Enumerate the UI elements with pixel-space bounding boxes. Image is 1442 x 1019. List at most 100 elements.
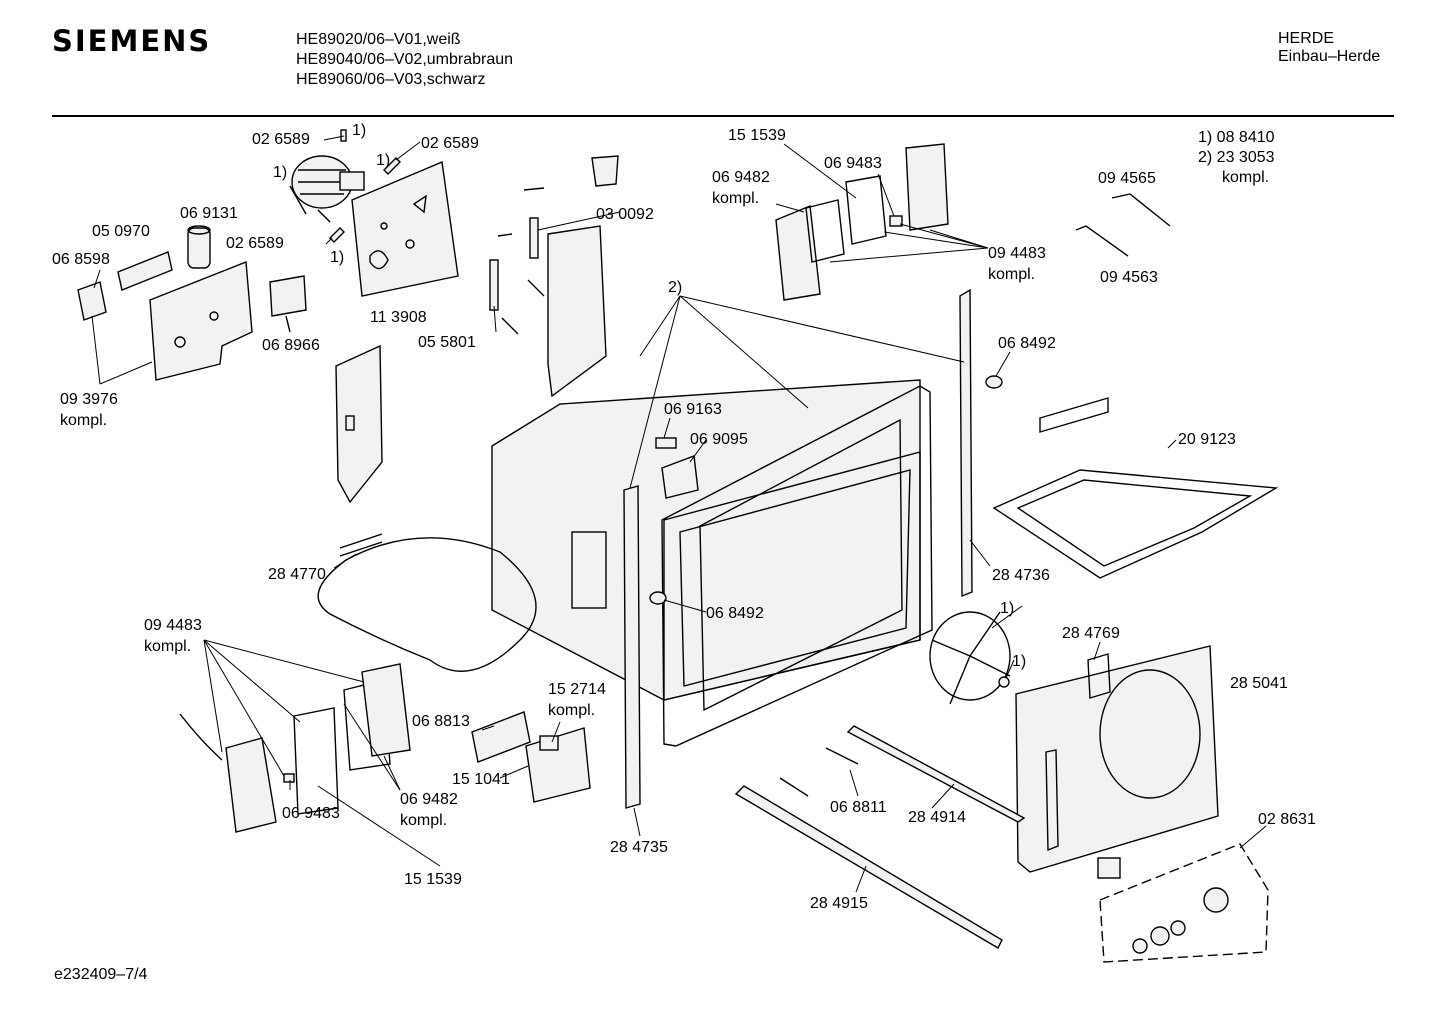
header-divider (52, 115, 1394, 117)
label-068492-rear: 06 8492 (998, 335, 1056, 352)
label-151539-bottom: 15 1539 (404, 871, 462, 888)
motor-bracket-plate-drawing (351, 161, 459, 297)
lamp-holder-drawing (661, 455, 699, 499)
side-sheet-hole (345, 415, 355, 431)
note-026589-b: 1) (376, 152, 390, 169)
clip-runners-drawing (779, 747, 859, 797)
label-284915: 28 4915 (810, 895, 868, 912)
label-284769: 28 4769 (1062, 625, 1120, 642)
label-069163: 06 9163 (664, 401, 722, 418)
label-284914: 28 4914 (908, 809, 966, 826)
label-151539-top: 15 1539 (728, 127, 786, 144)
label-069483-bottom: 06 9483 (282, 805, 340, 822)
clip-c-drawing (329, 227, 345, 243)
label-094483-bottom: 09 4483 (144, 617, 202, 634)
micro-switch-drawing (539, 735, 559, 751)
fan-blade-drawing (929, 611, 1011, 705)
note-2: 2) (668, 279, 682, 296)
label-151041: 15 1041 (452, 771, 510, 788)
label-284736: 28 4736 (992, 567, 1050, 584)
switch-drawing (655, 437, 677, 449)
label-068966: 06 8966 (262, 337, 320, 354)
hanger-bracket-drawing (1087, 653, 1111, 699)
label-285041: 28 5041 (1230, 675, 1288, 692)
category-sub: Einbau–Herde (1278, 48, 1381, 65)
note-026589-a: 1) (352, 122, 366, 139)
label-284770: 28 4770 (268, 566, 326, 583)
label-094563: 09 4563 (1100, 269, 1158, 286)
model-v01: HE89020/06–V01,weiß (296, 31, 461, 48)
label-055801: 05 5801 (418, 334, 476, 351)
sensor-probe-a-drawing (1111, 193, 1171, 227)
model-v02: HE89040/06–V02,umbrabraun (296, 51, 514, 68)
label-284735: 28 4735 (610, 839, 668, 856)
label-068811: 06 8811 (830, 799, 887, 816)
runner-upper-drawing (846, 725, 1026, 823)
label-050970: 05 0970 (92, 223, 150, 240)
lamp-set-bottom-drawing (179, 663, 411, 833)
sensor-tubes-drawing (489, 187, 545, 335)
label-069095: 06 9095 (690, 431, 748, 448)
door-lock-drawing (471, 711, 531, 763)
note-motor: 1) (273, 164, 287, 181)
label-069482-bottom-kompl: kompl. (400, 812, 447, 829)
label-094483-top-kompl: kompl. (988, 266, 1035, 283)
label-026589-b: 02 6589 (421, 135, 479, 152)
terminal-block-drawing (117, 251, 173, 291)
left-rail-drawing (623, 485, 641, 809)
label-209123: 20 9123 (1178, 431, 1236, 448)
bottom-heater-terminals (339, 533, 383, 557)
label-069131: 06 9131 (180, 205, 238, 222)
label-093976-kompl: kompl. (60, 412, 107, 429)
note-fan-2: 1) (1012, 653, 1026, 670)
top-heater-drawing (992, 397, 1279, 579)
label-069482-bottom: 06 9482 (400, 791, 458, 808)
electronics-bracket-drawing (149, 261, 253, 381)
knob-set-drawing (1097, 843, 1269, 963)
label-068492-front: 06 8492 (706, 605, 764, 622)
label-026589-c: 02 6589 (226, 235, 284, 252)
label-152714-kompl: kompl. (548, 702, 595, 719)
label-094565: 09 4565 (1098, 170, 1156, 187)
label-152714: 15 2714 (548, 681, 606, 698)
right-rail-drawing (959, 288, 973, 598)
clip-b-drawing (383, 157, 401, 175)
label-068813: 06 8813 (412, 713, 470, 730)
front-frame-drawing (661, 385, 933, 747)
grommet-front-drawing (649, 591, 667, 605)
product-category: HERDE Einbau–Herde (1278, 30, 1380, 66)
small-bracket-drawing (591, 155, 619, 187)
part-labels: 02 6589 1) 02 6589 1) 1) 02 6589 1) 05 0… (52, 122, 1316, 912)
side-sheet-drawing (335, 344, 383, 504)
model-v03: HE89060/06–V03,schwarz (296, 71, 486, 88)
label-069482-top: 06 9482 (712, 169, 770, 186)
transformer-drawing (269, 275, 307, 333)
bottom-heater-drawing (317, 537, 537, 672)
oven-cavity-drawing (491, 379, 921, 701)
runner-lower-drawing (734, 785, 1003, 949)
connector-drawing (77, 281, 107, 321)
sensor-probe-b-drawing (1075, 225, 1129, 257)
label-094483-bottom-kompl: kompl. (144, 638, 191, 655)
label-028631: 02 8631 (1258, 811, 1316, 828)
capacitor-drawing (187, 225, 211, 269)
leader-lines (91, 135, 1267, 893)
brand-logo: SIEMENS (52, 24, 212, 58)
category-main: HERDE (1278, 30, 1335, 47)
label-030092: 03 0092 (596, 206, 654, 223)
drawing-code: e232409–7/4 (54, 966, 148, 983)
footnote-2-kompl: kompl. (1222, 169, 1269, 186)
model-list: HE89020/06–V01,weiß HE89040/06–V02,umbra… (296, 30, 513, 90)
note-fan-1: 1) (1000, 600, 1014, 617)
fan-cover-drawing (1015, 645, 1219, 873)
footnote-2: 2) 23 3053 (1198, 149, 1275, 166)
fan-motor-drawing (289, 155, 365, 223)
label-069483-top: 06 9483 (824, 155, 882, 172)
clip-a-drawing (340, 129, 347, 142)
upper-sheet-bracket-drawing (547, 225, 607, 398)
label-068598: 06 8598 (52, 251, 110, 268)
label-093976: 09 3976 (60, 391, 118, 408)
footnote-1: 1) 08 8410 (1198, 129, 1275, 146)
label-069482-top-kompl: kompl. (712, 190, 759, 207)
